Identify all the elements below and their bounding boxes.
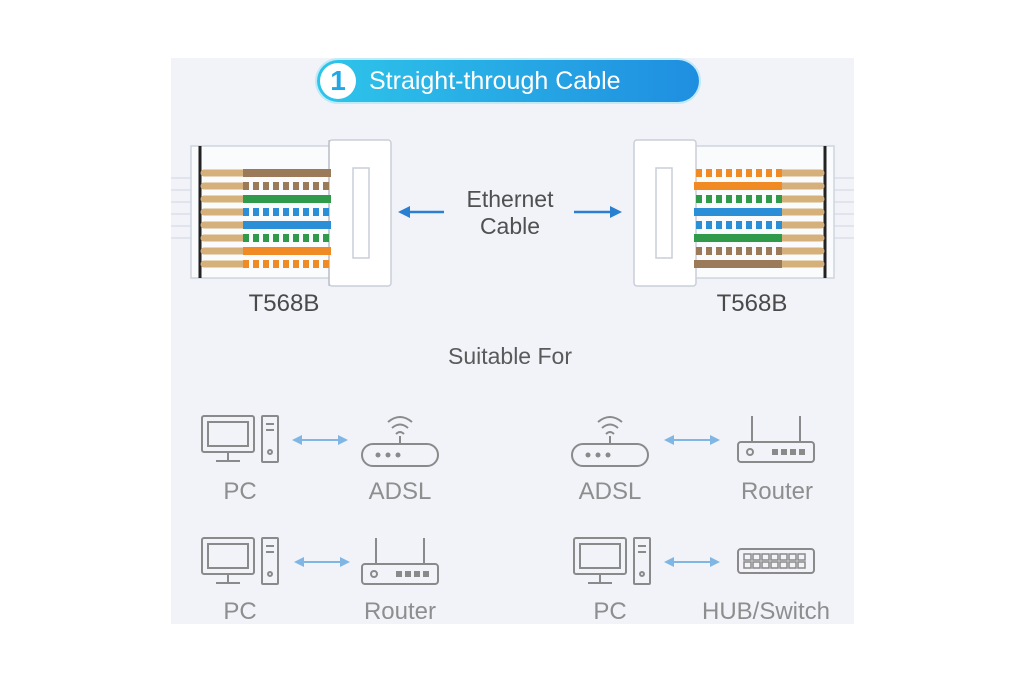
standard-label-left: T568B xyxy=(248,290,320,317)
arrow-left-icon xyxy=(398,206,444,218)
router-icon xyxy=(361,538,439,585)
router-icon xyxy=(737,416,815,463)
pc-icon xyxy=(201,537,279,585)
ethernet-cable-label: Ethernet Cable xyxy=(446,186,574,240)
pc-icon xyxy=(201,415,279,463)
device-label-pc: PC xyxy=(593,598,627,625)
device-label-router: Router xyxy=(363,598,437,625)
device-label-router: Router xyxy=(740,478,814,505)
double-arrow-icon xyxy=(664,435,720,445)
device-label-adsl: ADSL xyxy=(368,478,432,505)
double-arrow-icon xyxy=(664,557,720,567)
ethernet-label-line2: Cable xyxy=(479,213,541,239)
double-arrow-icon xyxy=(292,435,348,445)
device-label-hub-switch: HUB/Switch xyxy=(701,598,831,625)
step-number-badge: 1 xyxy=(320,63,356,99)
adsl-modem-icon xyxy=(361,416,439,467)
device-label-pc: PC xyxy=(223,478,257,505)
device-label-adsl: ADSL xyxy=(578,478,642,505)
network-switch-icon xyxy=(737,548,815,574)
title-banner: 1 Straight-through Cable xyxy=(317,60,699,102)
arrow-right-icon xyxy=(574,206,622,218)
pc-icon xyxy=(573,537,651,585)
adsl-modem-icon xyxy=(571,416,649,467)
diagram-title: Straight-through Cable xyxy=(369,67,621,95)
ethernet-label-line1: Ethernet xyxy=(466,186,554,212)
rj45-connector-left xyxy=(171,139,392,287)
suitable-for-heading: Suitable For xyxy=(447,343,572,369)
device-label-pc: PC xyxy=(223,598,257,625)
rj45-connector-right xyxy=(633,139,854,287)
standard-label-right: T568B xyxy=(716,290,788,317)
double-arrow-icon xyxy=(294,557,350,567)
